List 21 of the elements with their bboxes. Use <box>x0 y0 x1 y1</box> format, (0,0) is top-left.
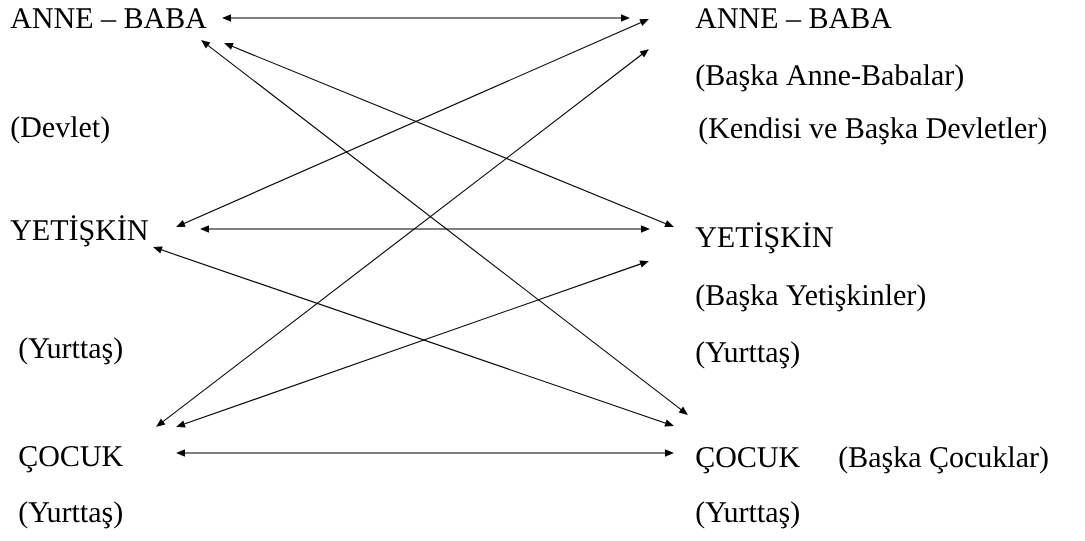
arrow <box>156 49 649 427</box>
node-title: YETİŞKİN <box>695 222 833 254</box>
arrow <box>201 40 688 415</box>
node-subtitle: (Devlet) <box>11 116 109 144</box>
node-subtitle: (Yurttaş) <box>19 337 122 365</box>
node-title: ÇOCUK <box>696 447 800 474</box>
node-subtitle: (Yurttaş) <box>19 501 122 529</box>
node-subtitle: (Yurttaş) <box>696 501 799 529</box>
node-subtitle: (Kendisi ve Başka Devletler) <box>699 117 1046 145</box>
node-subtitle: (Başka Çocuklar) <box>839 446 1048 474</box>
node-title: YETİŞKİN <box>10 215 148 247</box>
arrow <box>224 43 674 227</box>
node-subtitle: (Yurttaş) <box>696 341 799 369</box>
node-title: ÇOCUK <box>19 446 123 473</box>
arrow <box>176 19 649 227</box>
arrow <box>176 260 649 428</box>
node-title: ANNE – BABA <box>695 8 892 29</box>
node-title: ANNE – BABA <box>10 8 207 29</box>
node-subtitle: (Başka Yetişkinler) <box>696 284 925 312</box>
node-subtitle: (Başka Anne-Babalar) <box>696 64 963 92</box>
arrow <box>153 246 674 427</box>
